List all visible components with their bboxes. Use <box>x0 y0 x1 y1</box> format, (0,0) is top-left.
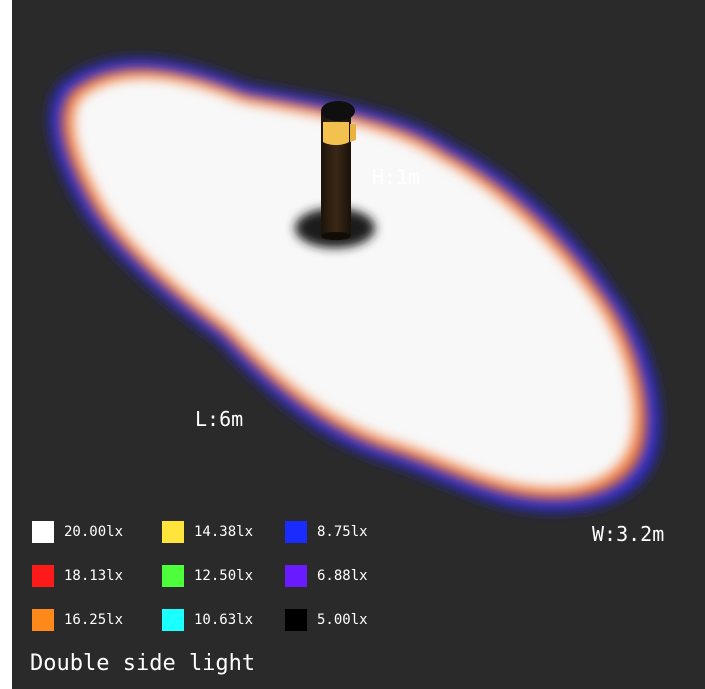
illuminance-pool <box>49 58 660 512</box>
legend-value: 20.00lx <box>64 524 124 540</box>
lighting-render-canvas: H:1m L:6m W:3.2m 20.00lx 18.13lx 16.25lx… <box>12 0 705 689</box>
illuminance-scene <box>49 58 660 512</box>
legend-item: 6.88lx <box>285 565 368 587</box>
legend-item: 12.50lx <box>162 565 254 587</box>
legend-swatch <box>285 565 307 587</box>
legend-swatch <box>32 521 54 543</box>
legend-item: 20.00lx <box>32 521 124 543</box>
legend-value: 5.00lx <box>317 612 368 628</box>
legend-value: 16.25lx <box>64 612 124 628</box>
legend-value: 12.50lx <box>194 568 254 584</box>
illuminance-core <box>73 77 635 489</box>
legend-item: 5.00lx <box>285 609 368 631</box>
legend-value: 10.63lx <box>194 612 254 628</box>
bollard-light <box>321 101 356 240</box>
legend-swatch <box>285 521 307 543</box>
legend-value: 18.13lx <box>64 568 124 584</box>
legend-swatch <box>32 609 54 631</box>
legend-item: 16.25lx <box>32 609 124 631</box>
legend-value: 6.88lx <box>317 568 368 584</box>
height-label: H:1m <box>372 165 421 189</box>
legend-item: 8.75lx <box>285 521 368 543</box>
legend-swatch <box>162 565 184 587</box>
legend-item: 10.63lx <box>162 609 254 631</box>
legend-item: 14.38lx <box>162 521 254 543</box>
legend-value: 8.75lx <box>317 524 368 540</box>
legend-item: 18.13lx <box>32 565 124 587</box>
width-label: W:3.2m <box>592 522 665 546</box>
legend-swatch <box>162 521 184 543</box>
caption: Double side light <box>30 651 256 676</box>
length-label: L:6m <box>195 407 244 431</box>
legend-swatch <box>32 565 54 587</box>
lamp-glow <box>323 122 349 145</box>
bollard-cap <box>321 101 355 121</box>
legend-value: 14.38lx <box>194 524 254 540</box>
legend-swatch <box>285 609 307 631</box>
legend-swatch <box>162 609 184 631</box>
